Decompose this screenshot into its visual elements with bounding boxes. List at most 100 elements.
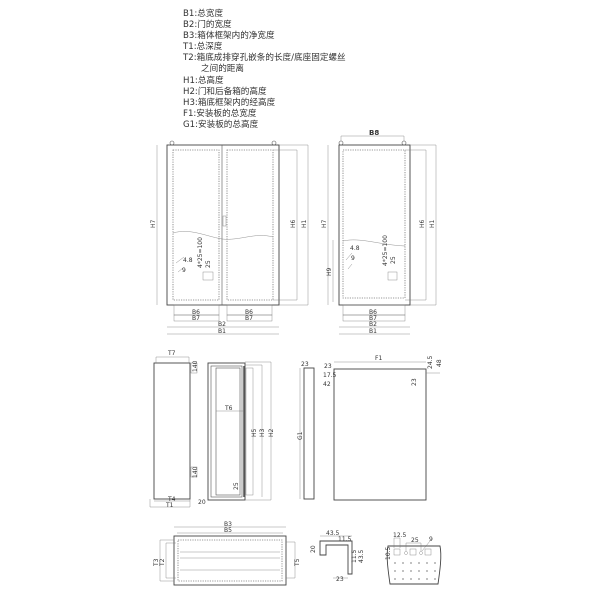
hole-dim-label: 4.8	[350, 245, 360, 252]
dim-label: 23	[336, 576, 344, 583]
dim-label-h9: H9	[326, 267, 333, 276]
dim-label-h3: H3	[259, 428, 266, 437]
drawing-line	[245, 361, 272, 501]
dim-label: 23	[301, 361, 309, 368]
drawing-line	[173, 535, 287, 586]
pitch-label: 4*25=100	[197, 237, 204, 268]
right-door-frame	[226, 149, 274, 301]
dim-label-t6: T6	[224, 405, 233, 412]
drawing-line	[215, 367, 241, 496]
drawing-line	[149, 499, 191, 508]
drawing-line	[175, 256, 185, 273]
drawing-line	[418, 570, 421, 573]
dim-label-h1: H1	[429, 219, 436, 228]
drawing-line	[222, 215, 227, 227]
dim-label: 48	[436, 359, 443, 367]
drawing-line	[226, 314, 273, 322]
dim-label-t7: T7	[167, 350, 176, 357]
drawing-line	[394, 562, 437, 581]
lifting-eye-icon	[401, 140, 407, 146]
dim-label: 12.5	[393, 532, 407, 539]
dim-label: 43.5	[326, 530, 340, 537]
legend-t2: T2:箱底成排穿孔嵌条的长度/底座固定螺丝	[183, 53, 346, 64]
drawing-line	[410, 144, 437, 306]
legend-b1: B1:总宽度	[183, 9, 224, 19]
lifting-eye-icon	[169, 140, 175, 146]
dim-label-h6: H6	[290, 219, 297, 228]
drawing-line	[410, 578, 413, 581]
dim-label-h7: H7	[321, 219, 328, 228]
drawing-line	[386, 545, 442, 585]
dim-label-b6: B6	[245, 309, 253, 316]
hole-dim-label: 4.8	[183, 257, 193, 264]
dim-label-g1: G1	[297, 431, 304, 440]
plate-side	[303, 367, 315, 500]
drawing-line	[394, 570, 397, 573]
dim-label-b7: B7	[245, 315, 253, 322]
dim-label-b2: B2	[218, 321, 226, 328]
dim-label: 17.5	[323, 372, 337, 379]
cabinet-body	[338, 144, 411, 306]
dim-label: 24.5	[427, 355, 434, 369]
drawing-line	[245, 364, 263, 497]
side-view: T7 140 140 T4 T1 20	[149, 350, 206, 509]
drawing-line	[394, 578, 397, 581]
pitch-label: 4*25=100	[382, 235, 389, 266]
left-door-frame	[172, 149, 220, 301]
dim-label-h1: H1	[301, 219, 308, 228]
dim-label: 9	[429, 536, 433, 543]
mounting-plate-views: 23 G1 F1 23 17.5 42 24.5 48 23	[297, 355, 443, 501]
drawing-line	[434, 578, 437, 581]
drawing-line	[418, 562, 421, 565]
dim-label-t5: T5	[294, 558, 301, 567]
lifting-eye-icon	[271, 140, 277, 146]
drawing-line	[426, 570, 429, 573]
double-cabinet-front-view: 4.8 9 4*25=100 25 H7 H6 H1 B6 B7 B6 B7 B…	[150, 140, 309, 335]
drawing-line	[402, 570, 405, 573]
cabinet-body	[166, 144, 280, 306]
dim-label-t3: T3	[153, 558, 160, 567]
dim-label-h7: H7	[150, 219, 157, 228]
door-frame	[342, 149, 406, 299]
plate-front	[333, 368, 427, 501]
drawing-line	[190, 466, 198, 478]
dim-label-b6: B6	[192, 309, 200, 316]
drawing-line	[402, 578, 405, 581]
drawing-line	[342, 239, 406, 247]
drawing-line	[202, 271, 214, 281]
dim-label-b1: B1	[218, 328, 226, 335]
dim-label: 23	[324, 363, 332, 370]
dim-label-b5: B5	[224, 527, 232, 534]
single-cabinet-front-view: B8 4.8 9 4*25=100 25 H7 H9 H6 H1 B6 B7 B…	[321, 129, 437, 335]
dim-label-b7: B7	[192, 315, 200, 322]
dim-label-b6: B6	[369, 309, 377, 316]
dim-label: 42	[323, 381, 331, 388]
lifting-eye-icon	[338, 140, 344, 146]
section-view: T6 H5 H3 H2 25	[207, 361, 275, 501]
profile-detail: 43.5 11.5 20 11.5 43.5 23	[310, 530, 365, 583]
drawing-line	[410, 562, 413, 565]
drawing-line	[426, 578, 429, 581]
dim-label-b2: B2	[369, 321, 377, 328]
top-view: B3 B5 T3 T2 T5	[153, 521, 301, 586]
hole-dim-label: 9	[351, 255, 355, 262]
dim-label-t2: T2	[159, 558, 166, 567]
side-panel	[153, 362, 191, 500]
dim-label-b3: B3	[224, 521, 232, 528]
drawing-line	[319, 540, 353, 575]
dim-label: 25	[390, 256, 397, 264]
dim-label: 23	[411, 378, 418, 386]
drawing-line	[190, 362, 198, 374]
drawing-line	[155, 356, 190, 363]
legend: B1:总宽度 B2:门的宽度 B3:箱体框架内的净宽度 T1:总深度 T2:箱底…	[183, 9, 346, 131]
drawing-line	[273, 149, 298, 301]
drawing-line	[426, 562, 429, 565]
drawing-line	[387, 271, 398, 281]
dim-label: 25	[233, 482, 240, 490]
dim-label-b1: B1	[369, 328, 377, 335]
drawing-line	[421, 540, 431, 552]
legend-f1: F1:安装板的总宽度	[183, 108, 257, 119]
drawing-line	[210, 365, 243, 498]
dim-label: 140	[192, 360, 199, 372]
drawing-line	[409, 548, 417, 556]
